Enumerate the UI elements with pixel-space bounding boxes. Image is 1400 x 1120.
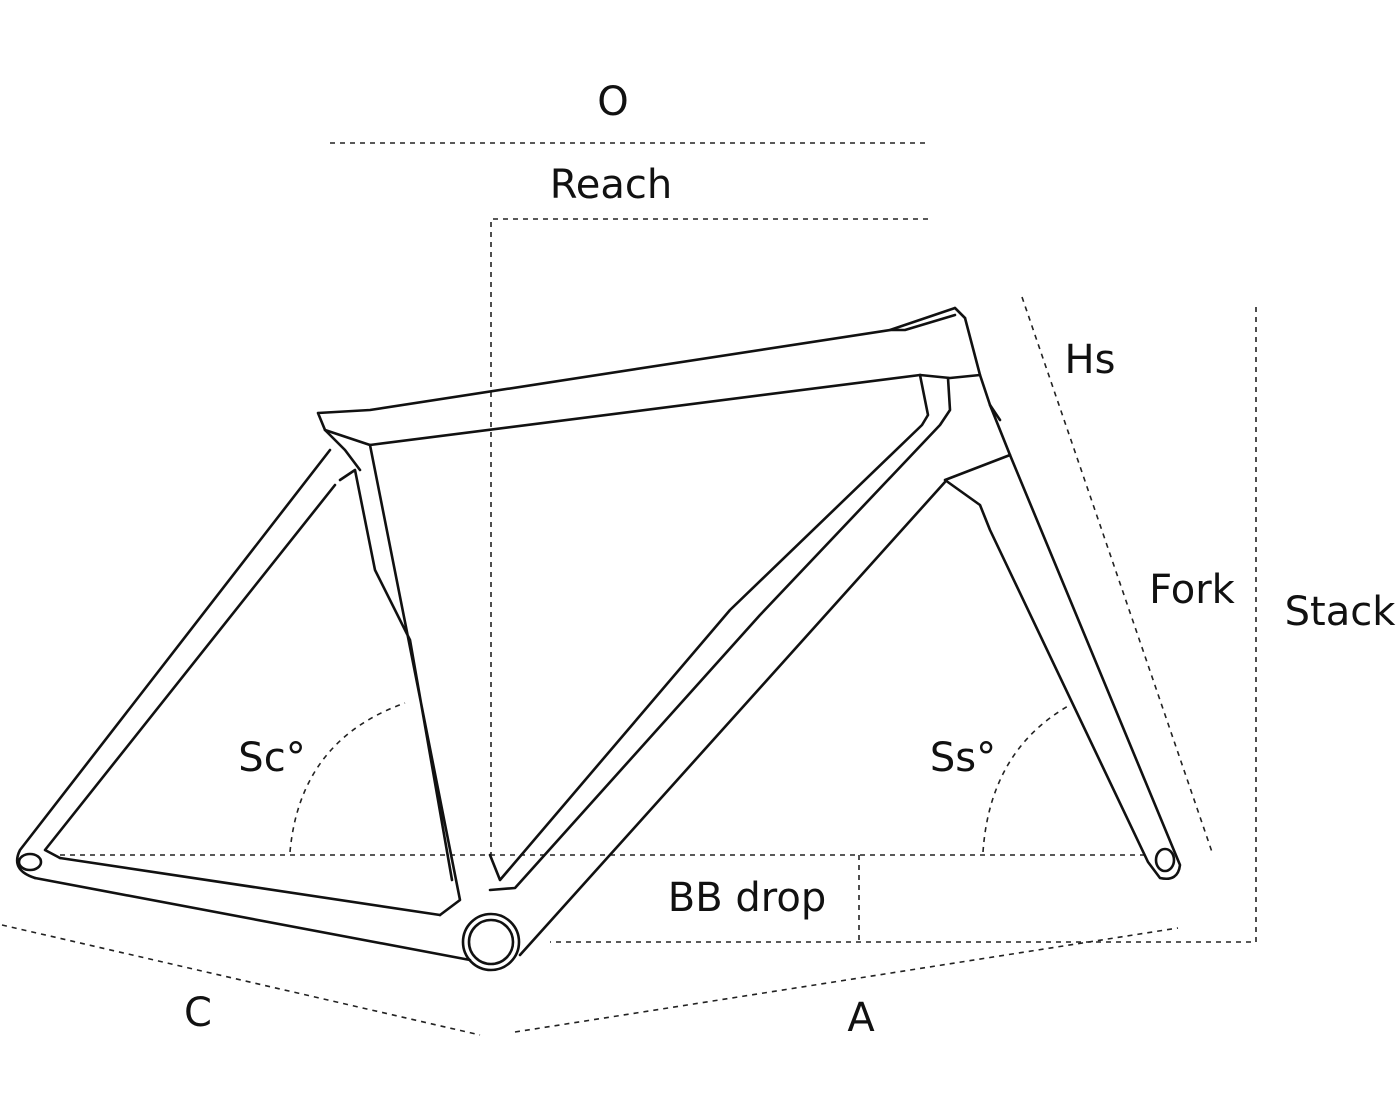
label-hs: Hs [1064,337,1116,383]
rear-dropout [17,852,43,872]
head-tube [953,306,1012,457]
label-bb-drop: BB drop [667,875,827,921]
dimension-lines [1,142,1257,1036]
reach-dimension-line [490,218,928,855]
label-c: C [184,990,212,1036]
ss-angle-arc [982,704,1071,853]
label-fork: Fork [1149,567,1235,613]
label-stack: Stack [1284,589,1396,635]
label-ss-angle: Ss° [929,735,997,781]
bottom-bracket [461,912,521,972]
label-reach: Reach [549,162,673,208]
label-sc-angle: Sc° [238,735,306,781]
c-dimension-line [1,924,481,1036]
label-a: A [847,995,875,1041]
fork [943,453,1182,880]
down-tube [488,373,1002,957]
frame-outline [15,306,1182,972]
chainstay [33,856,472,962]
hs-dimension-line [1021,296,1213,853]
seat-stay [15,428,362,880]
stack-dimension-line [550,307,1257,943]
sc-angle-arc [289,702,406,853]
a-dimension-line [514,927,1179,1033]
fork-dropout [1154,847,1176,873]
label-o: O [597,79,629,125]
top-tube [316,306,982,447]
seat-tube [338,443,462,917]
bb-drop-dimension-line [60,854,1150,942]
